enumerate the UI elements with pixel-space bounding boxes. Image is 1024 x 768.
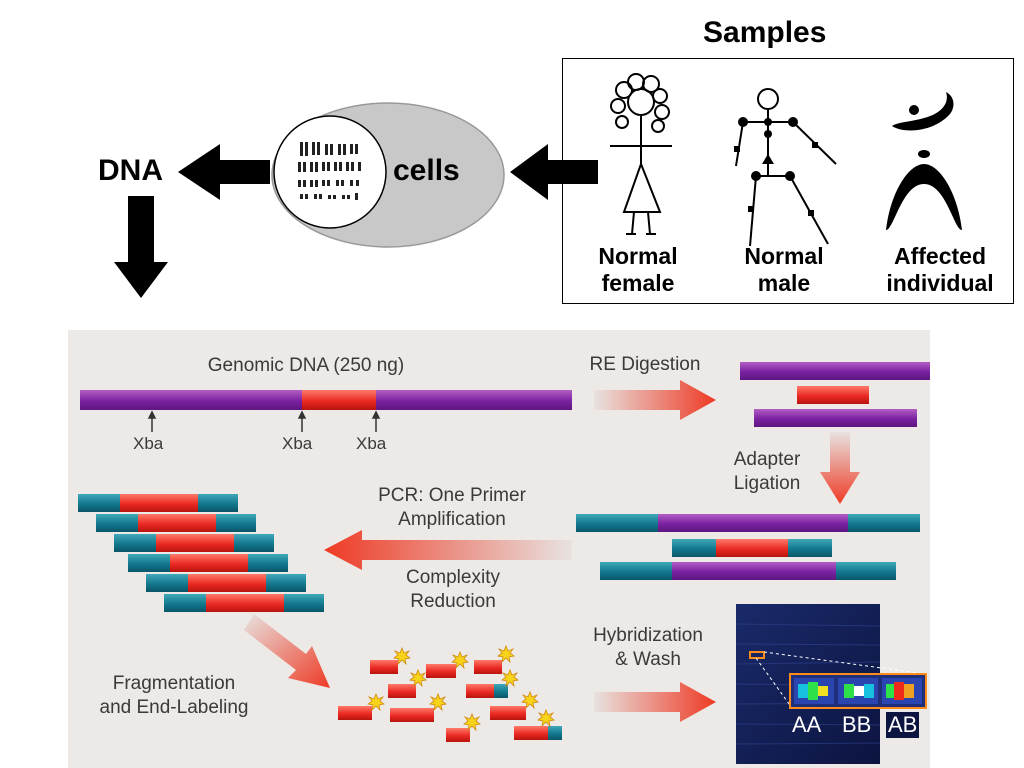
xba-label: Xba bbox=[282, 434, 313, 453]
adapter-ligation-label: Adapter Ligation bbox=[712, 448, 822, 496]
label-line: Complexity bbox=[406, 567, 500, 588]
pcr-label: PCR: One Primer Amplification bbox=[352, 484, 552, 532]
top-arrows bbox=[114, 144, 598, 298]
sample-label-line: individual bbox=[886, 270, 994, 296]
genotype-label-ab: AB bbox=[886, 712, 920, 738]
label-line: Ligation bbox=[733, 473, 801, 494]
genomic-dna-title: Genomic DNA (250 ng) bbox=[207, 355, 405, 376]
genomic-dna-purple-right bbox=[376, 390, 572, 410]
amplified-fragment bbox=[128, 554, 288, 572]
label-line: PCR: One Primer bbox=[378, 485, 526, 506]
digested-fragment-purple bbox=[754, 409, 917, 427]
xba-label: Xba bbox=[133, 434, 164, 453]
sample-label-line: Affected bbox=[893, 243, 986, 269]
sample-label-normal-female: Normal female bbox=[578, 243, 698, 297]
arrow-dna-down bbox=[114, 196, 168, 298]
dna-label: DNA bbox=[98, 154, 163, 187]
normal-male-figure bbox=[734, 88, 837, 247]
sample-label-line: female bbox=[601, 270, 675, 296]
re-digestion-arrow bbox=[594, 380, 716, 420]
label-line: and End-Labeling bbox=[99, 697, 249, 718]
label-line: Adapter bbox=[733, 449, 801, 470]
arrow-samples-to-cells bbox=[510, 144, 598, 200]
amplified-fragment bbox=[146, 574, 306, 592]
ligated-fragment bbox=[672, 539, 832, 557]
amplified-fragment bbox=[78, 494, 238, 512]
fragmentation-arrow bbox=[244, 614, 330, 688]
label-line: Fragmentation bbox=[112, 673, 236, 694]
arrow-cells-to-dna bbox=[178, 144, 270, 200]
genotype-label-bb: BB bbox=[842, 712, 872, 737]
genomic-dna-purple-left bbox=[80, 390, 302, 410]
label-line: Hybridization bbox=[593, 625, 703, 646]
xba-site-arrows bbox=[147, 410, 381, 432]
fragmentation-label: Fragmentation and End-Labeling bbox=[84, 672, 264, 720]
xba-label: Xba bbox=[356, 434, 387, 453]
cell-ellipse bbox=[271, 102, 505, 248]
genotype-label-aa: AA bbox=[792, 712, 822, 737]
label-line: Reduction bbox=[410, 591, 496, 612]
labeled-fragments bbox=[338, 645, 562, 742]
karyotype-icon bbox=[298, 142, 361, 200]
amplified-fragment bbox=[164, 594, 324, 612]
pcr-arrow bbox=[324, 530, 572, 570]
re-digestion-label: RE Digestion bbox=[589, 354, 701, 375]
sample-label-affected-individual: Affected individual bbox=[870, 243, 1010, 297]
digested-fragment-purple bbox=[740, 362, 930, 380]
normal-female-figure bbox=[610, 73, 672, 235]
microarray-image bbox=[736, 604, 927, 764]
adapter-ligation-arrow bbox=[820, 432, 860, 504]
sample-label-line: male bbox=[757, 270, 811, 296]
hybridization-arrow bbox=[594, 682, 716, 722]
label-line: & Wash bbox=[615, 649, 681, 670]
ligated-fragment bbox=[600, 562, 896, 580]
hybridization-label: Hybridization & Wash bbox=[572, 624, 724, 672]
sample-label-line: Normal bbox=[744, 243, 824, 269]
sample-label-normal-male: Normal male bbox=[724, 243, 844, 297]
cells-label: cells bbox=[393, 154, 460, 187]
ligated-fragment bbox=[576, 514, 920, 532]
digested-fragment-red bbox=[797, 386, 869, 404]
affected-individual-figure bbox=[886, 92, 962, 230]
genomic-dna-red-segment bbox=[302, 390, 376, 410]
amplified-fragment bbox=[96, 514, 256, 532]
sample-label-line: Normal bbox=[598, 243, 678, 269]
label-line: Amplification bbox=[398, 509, 506, 530]
complexity-reduction-label: Complexity Reduction bbox=[370, 566, 536, 614]
samples-title: Samples bbox=[703, 16, 827, 49]
amplified-fragment bbox=[114, 534, 274, 552]
